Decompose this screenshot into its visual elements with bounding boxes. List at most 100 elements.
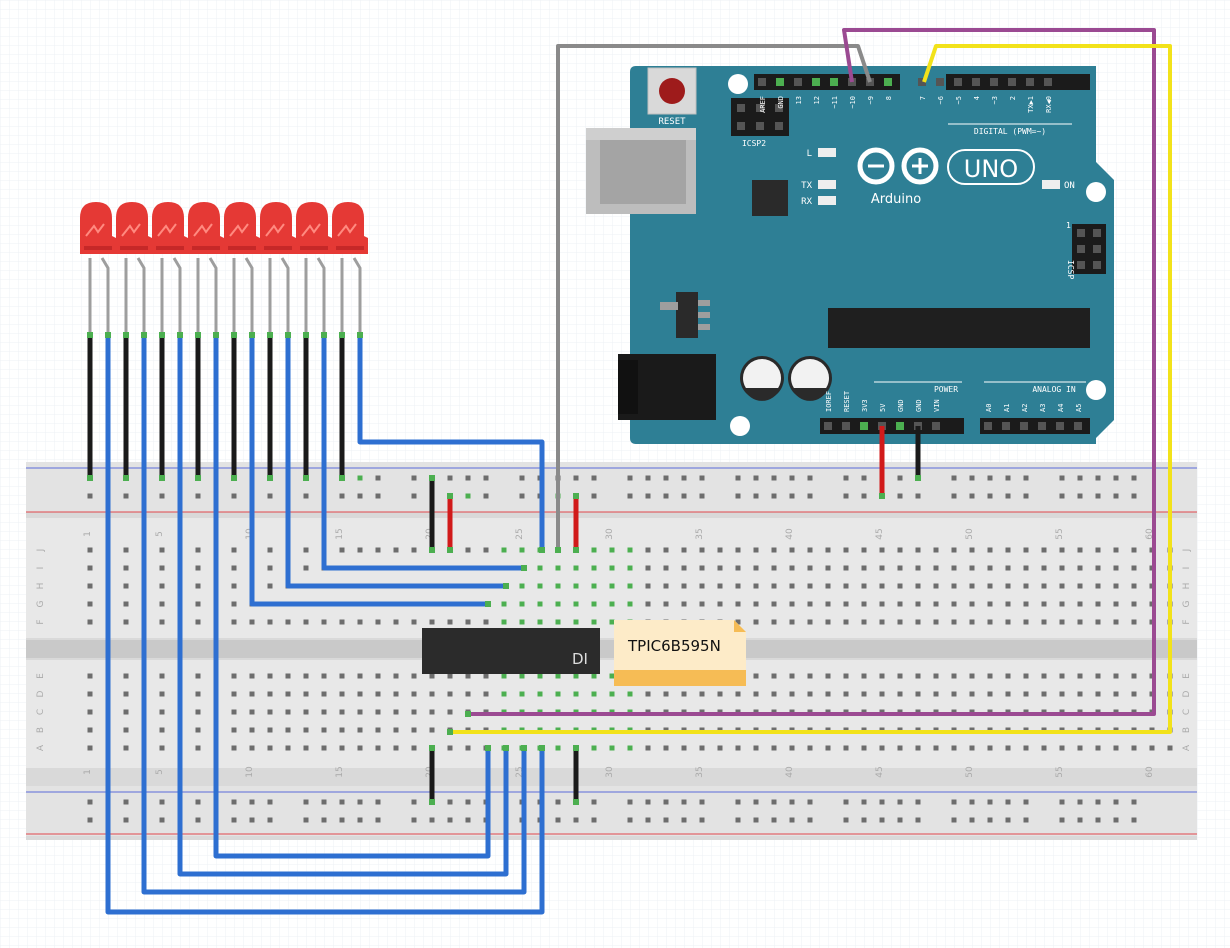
breadboard-hole xyxy=(951,493,957,499)
breadboard-hole xyxy=(231,745,237,751)
breadboard-hole xyxy=(933,601,939,607)
breadboard-hole xyxy=(753,619,759,625)
breadboard-hole xyxy=(123,547,129,553)
breadboard-hole xyxy=(267,547,273,553)
breadboard-hole xyxy=(861,619,867,625)
breadboard-hole xyxy=(375,817,381,823)
breadboard-hole xyxy=(1113,565,1119,571)
breadboard-hole xyxy=(825,601,831,607)
breadboard-hole xyxy=(465,475,471,481)
breadboard-hole xyxy=(159,727,165,733)
breadboard-hole xyxy=(1077,601,1083,607)
wire-endpoint xyxy=(521,565,527,571)
note-paper xyxy=(614,620,746,686)
breadboard-hole xyxy=(1005,601,1011,607)
breadboard-hole xyxy=(897,691,903,697)
breadboard-hole xyxy=(375,619,381,625)
wire-blue xyxy=(141,336,527,895)
led-leg-end xyxy=(231,332,237,338)
breadboard-hole xyxy=(987,817,993,823)
breadboard-hole xyxy=(1077,673,1083,679)
column-number: 50 xyxy=(965,766,975,778)
breadboard-hole xyxy=(1059,547,1065,553)
breadboard-hole xyxy=(357,745,363,751)
breadboard-hole xyxy=(915,493,921,499)
breadboard-hole xyxy=(1167,745,1173,751)
breadboard-hole xyxy=(897,799,903,805)
digital-pin-label: RX◀0 xyxy=(1045,96,1053,113)
breadboard-hole xyxy=(861,493,867,499)
breadboard-hole xyxy=(771,565,777,571)
breadboard-hole xyxy=(465,493,471,499)
led-glint xyxy=(85,223,105,237)
wire-endpoint xyxy=(123,475,129,481)
breadboard-hole xyxy=(195,601,201,607)
breadboard-hole xyxy=(1041,619,1047,625)
breadboard-hole xyxy=(357,547,363,553)
breadboard-hole xyxy=(303,709,309,715)
breadboard-hole xyxy=(123,691,129,697)
breadboard-hole xyxy=(87,691,93,697)
breadboard-hole xyxy=(1041,673,1047,679)
breadboard-hole xyxy=(1095,691,1101,697)
breadboard-hole xyxy=(1077,619,1083,625)
breadboard-hole xyxy=(195,547,201,553)
column-number: 55 xyxy=(1055,528,1065,539)
row-letter: H xyxy=(36,583,46,590)
breadboard-hole xyxy=(375,709,381,715)
breadboard-hole xyxy=(375,673,381,679)
breadboard-hole xyxy=(771,619,777,625)
breadboard-hole xyxy=(1131,475,1137,481)
mounting-hole xyxy=(728,74,748,94)
breadboard-hole xyxy=(807,547,813,553)
arduino-logo-icon xyxy=(857,147,1035,185)
breadboard-hole xyxy=(303,619,309,625)
breadboard-hole xyxy=(537,565,543,571)
breadboard-hole xyxy=(915,619,921,625)
analog-pin-label: A5 xyxy=(1075,404,1083,412)
breadboard-hole xyxy=(321,745,327,751)
breadboard-hole xyxy=(789,619,795,625)
breadboard-hole xyxy=(573,691,579,697)
power-label: POWER xyxy=(934,385,958,394)
breadboard-hole xyxy=(807,799,813,805)
analog-pin-socket xyxy=(1002,422,1010,430)
breadboard-hole xyxy=(681,817,687,823)
power-pin-label: VIN xyxy=(933,399,941,412)
digital-pin-socket xyxy=(830,78,838,86)
breadboard-hole xyxy=(1005,673,1011,679)
breadboard-hole xyxy=(321,817,327,823)
power-pin-label: 3V3 xyxy=(861,399,869,412)
breadboard-hole xyxy=(411,619,417,625)
breadboard-hole xyxy=(1095,601,1101,607)
breadboard-hole xyxy=(231,619,237,625)
row-letter: A xyxy=(1182,744,1192,751)
breadboard-hole xyxy=(231,673,237,679)
breadboard-hole xyxy=(339,547,345,553)
led-leg xyxy=(280,257,290,336)
breadboard-hole xyxy=(159,583,165,589)
breadboard-hole xyxy=(1059,745,1065,751)
led-leg-end xyxy=(105,332,111,338)
breadboard-hole xyxy=(933,547,939,553)
breadboard-hole xyxy=(393,745,399,751)
breadboard-hole xyxy=(1023,493,1029,499)
breadboard-hole xyxy=(717,601,723,607)
breadboard-hole xyxy=(1077,745,1083,751)
breadboard-hole xyxy=(591,565,597,571)
row-letter: G xyxy=(1182,600,1192,607)
capacitor xyxy=(740,356,784,401)
breadboard-hole xyxy=(357,817,363,823)
breadboard-hole xyxy=(501,547,507,553)
microcontroller-chip xyxy=(828,308,1090,348)
breadboard-hole xyxy=(753,547,759,553)
breadboard-hole xyxy=(159,493,165,499)
breadboard-hole xyxy=(609,619,615,625)
wires xyxy=(87,28,1172,915)
breadboard-hole xyxy=(447,619,453,625)
breadboard-hole xyxy=(249,745,255,751)
breadboard-hole xyxy=(123,673,129,679)
breadboard-hole xyxy=(735,493,741,499)
breadboard-hole xyxy=(555,565,561,571)
